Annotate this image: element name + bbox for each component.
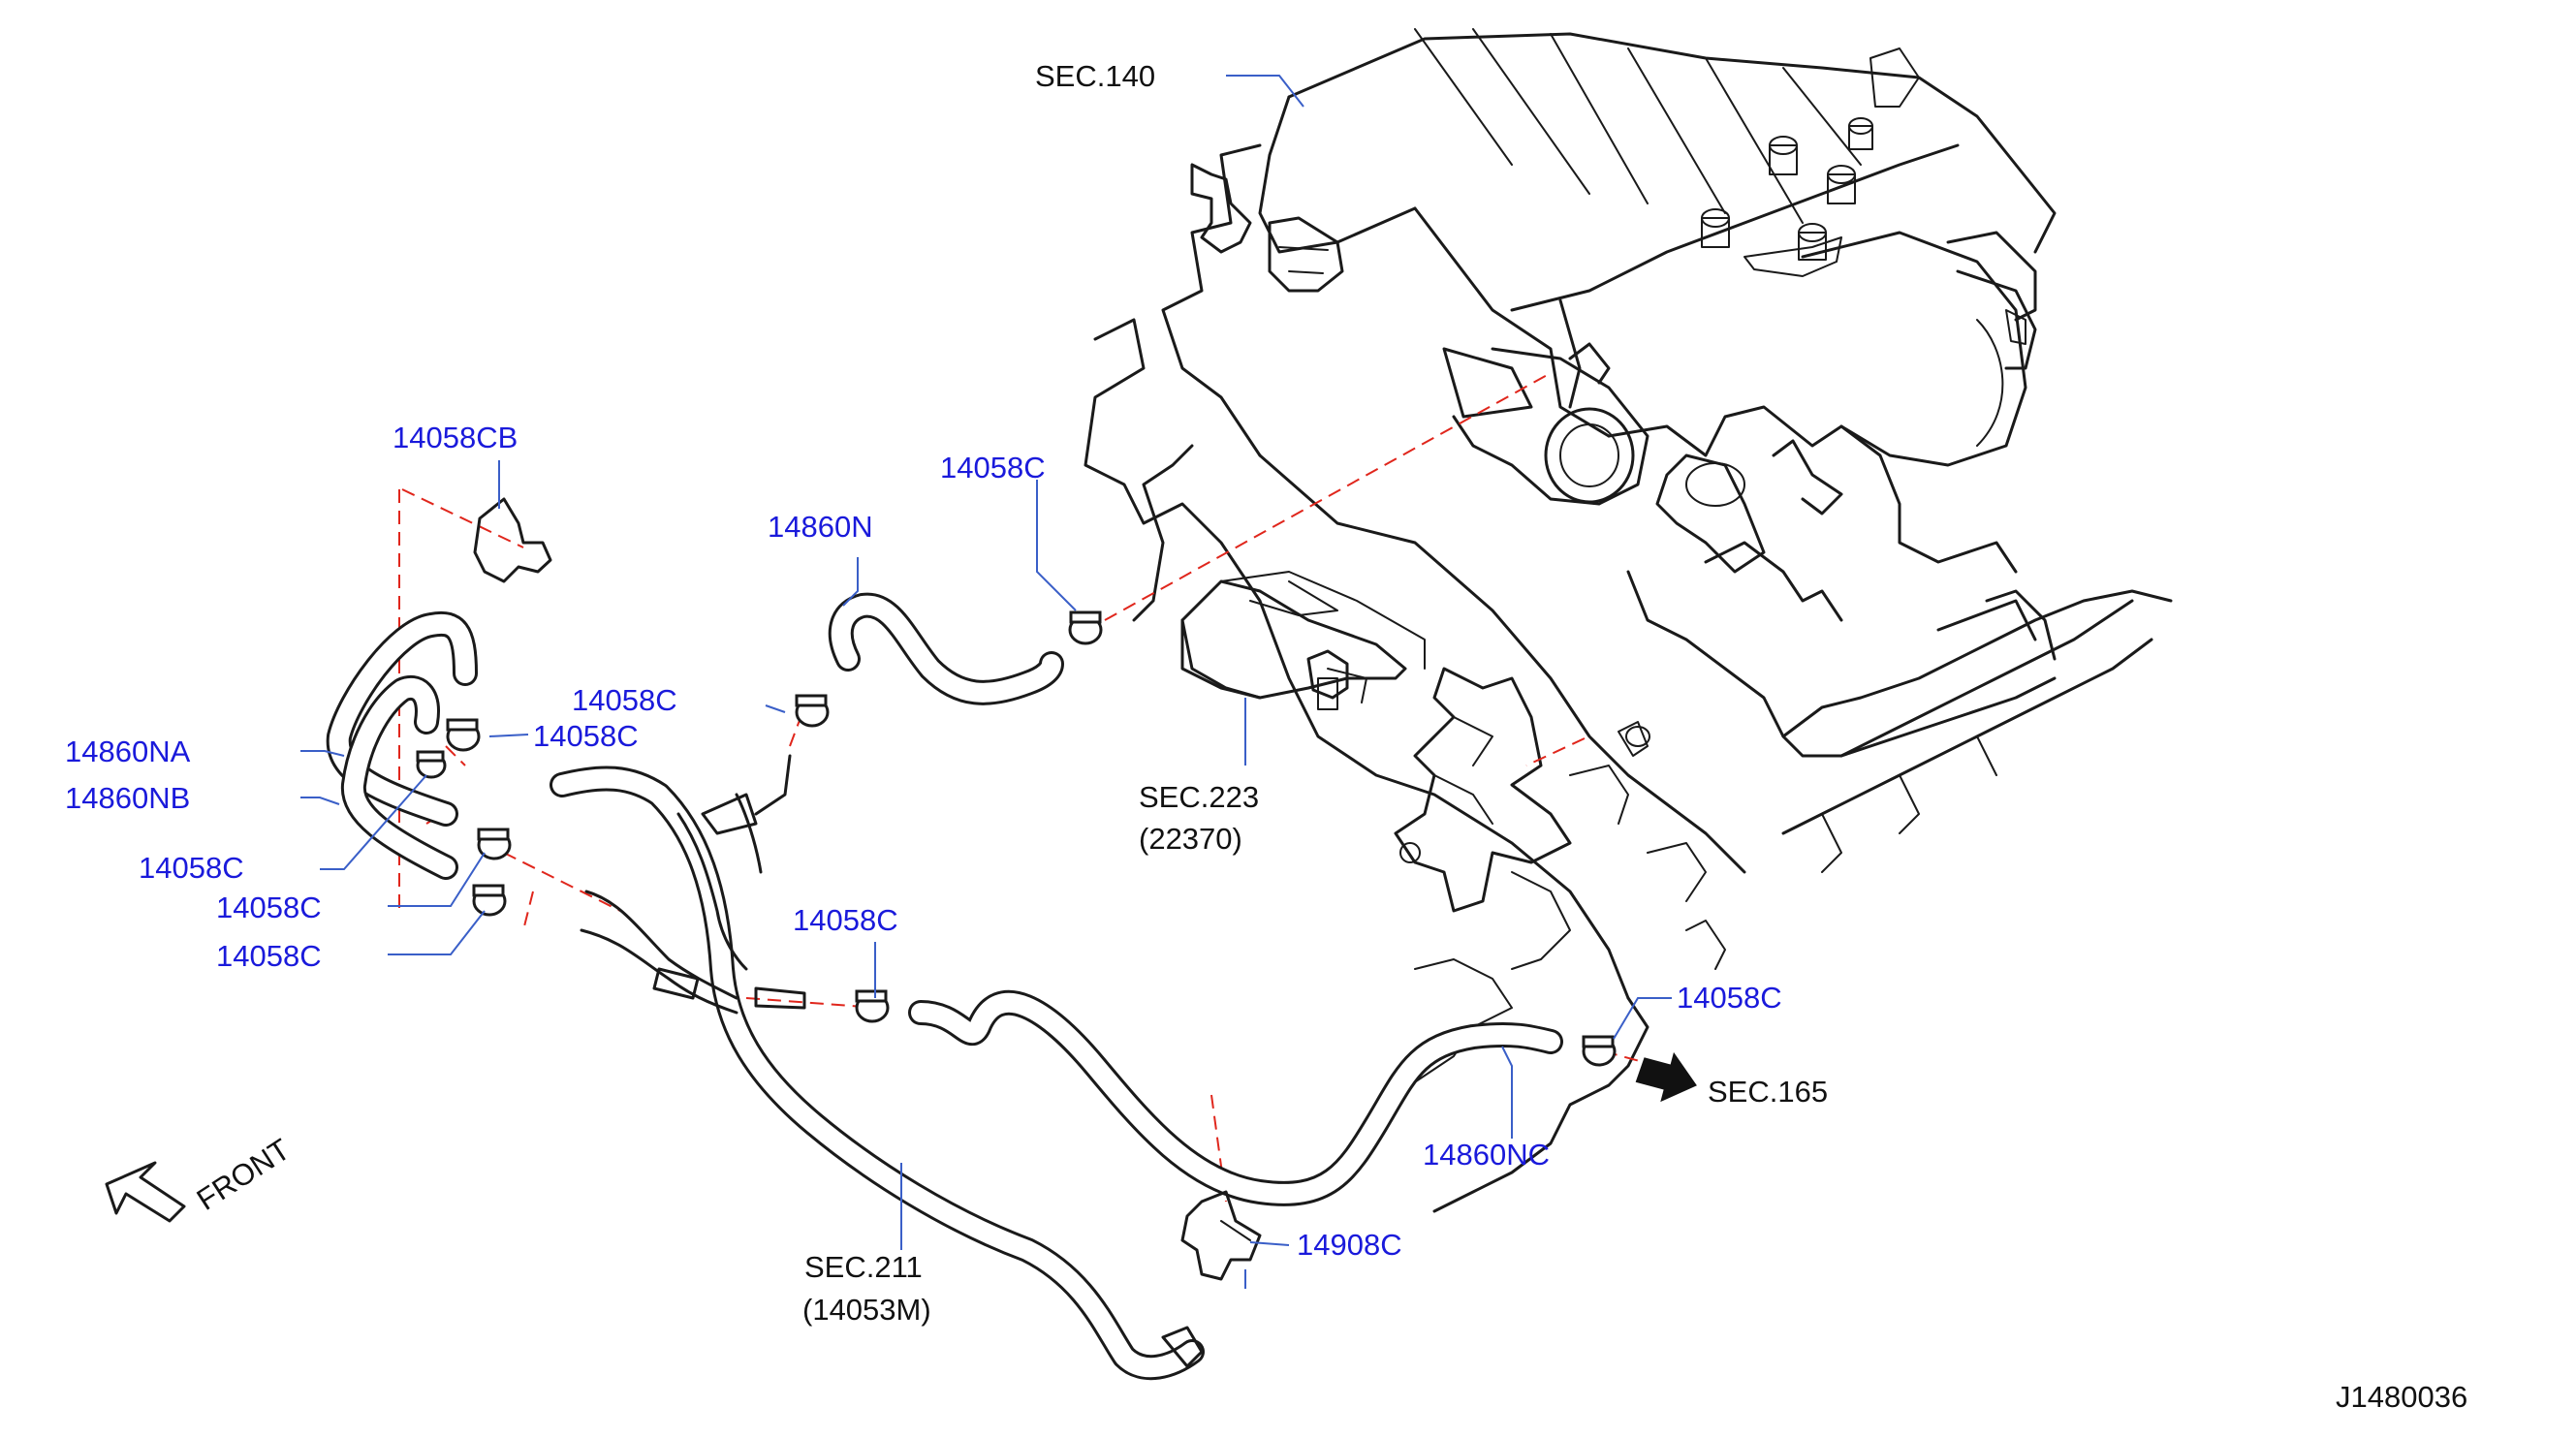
- label-14058c-left3: 14058C: [216, 939, 322, 973]
- label-14860nb: 14860NB: [65, 781, 190, 815]
- clamp-center: [855, 989, 890, 1023]
- clip-14908c: [1180, 1190, 1262, 1281]
- arrow-to-sec165: [1635, 1051, 1697, 1103]
- label-sec223: SEC.223: [1139, 780, 1259, 814]
- label-14058c-top: 14058C: [940, 451, 1046, 485]
- clamp-right: [1582, 1035, 1617, 1067]
- label-14908c: 14908C: [1297, 1228, 1402, 1262]
- clamp-mid1: [795, 694, 830, 728]
- label-sec211-sub: (14053M): [802, 1293, 931, 1327]
- engine-intake-manifold-illustration: [1084, 28, 2173, 1213]
- front-label: FRONT: [191, 1132, 297, 1217]
- label-14058c-mid1: 14058C: [572, 683, 677, 717]
- label-14058c-left2: 14058C: [216, 891, 322, 924]
- label-14058c-center: 14058C: [793, 903, 898, 937]
- connector-14058cb: [473, 497, 552, 583]
- clamp-left1: [416, 750, 447, 779]
- label-14058cb: 14058CB: [393, 421, 518, 454]
- clamps: [416, 497, 1697, 1281]
- hose-14860n: [828, 592, 1064, 705]
- label-14860n: 14860N: [768, 510, 873, 544]
- label-sec223-sub: (22370): [1139, 822, 1242, 856]
- diagram-ref-code: J1480036: [2336, 1380, 2467, 1414]
- clamp-mid2: [446, 718, 481, 752]
- labels: SEC.140 14058CB 14058C 14860N 14058C 140…: [65, 59, 2467, 1414]
- hose-14860na: [326, 610, 478, 827]
- label-14860na: 14860NA: [65, 735, 191, 768]
- hose-14860nb: [340, 674, 458, 880]
- label-sec140: SEC.140: [1035, 59, 1155, 93]
- tube-bundle: [580, 754, 1204, 1368]
- tube-sec211: [550, 766, 1205, 1381]
- canister-illustration: [1180, 571, 1426, 710]
- label-sec165: SEC.165: [1708, 1075, 1828, 1109]
- leader-lines: [300, 75, 1672, 1289]
- hose-14860nc: [908, 989, 1563, 1206]
- front-arrow: FRONT: [105, 1132, 297, 1223]
- label-14058c-mid2: 14058C: [533, 719, 639, 753]
- clamp-top: [1068, 610, 1103, 645]
- label-14058c-right: 14058C: [1677, 981, 1782, 1015]
- label-14058c-left1: 14058C: [139, 851, 244, 885]
- label-14860nc: 14860NC: [1423, 1138, 1550, 1172]
- clamp-left3: [472, 884, 507, 917]
- label-sec211: SEC.211: [804, 1250, 923, 1284]
- clamp-left2: [477, 828, 512, 860]
